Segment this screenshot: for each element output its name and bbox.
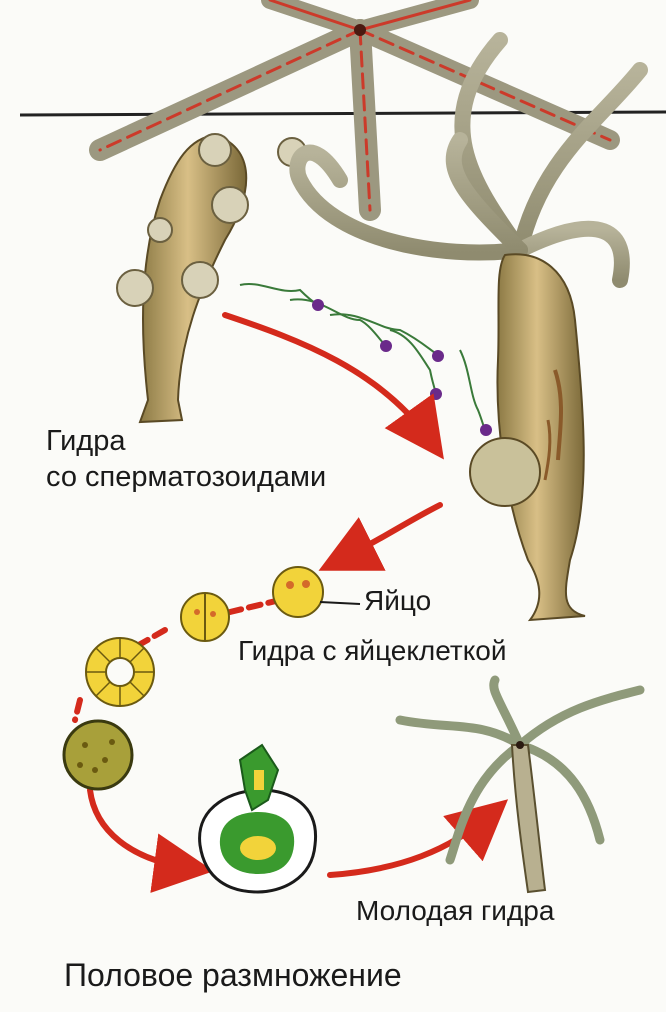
hydra-with-sperm [117,134,306,422]
development-stages [64,567,360,892]
young-hydra [400,680,640,892]
label-young-hydra: Молодая гидра [356,896,554,927]
blastula-stage [86,638,154,706]
gastrula-stage [64,721,132,789]
two-cell-stage [181,593,229,641]
arrow-embryo-to-cyst [90,790,190,868]
label-hydra-with-sperm-line2: со сперматозоидами [46,462,326,494]
hydra-female-tentacles [297,40,640,280]
label-hydra-with-sperm-line1: Гидра [46,426,125,458]
sperm-cells [240,284,492,436]
egg [273,567,323,617]
label-hydra-with-egg-cell: Гидра с яйцеклеткой [238,636,507,667]
embryo-in-shell [200,745,316,892]
label-egg: Яйцо [364,586,431,617]
arrow-egg-release [340,505,440,560]
diagram-title: Половое размножение [64,958,402,993]
hydra-with-egg-cell [470,254,585,620]
